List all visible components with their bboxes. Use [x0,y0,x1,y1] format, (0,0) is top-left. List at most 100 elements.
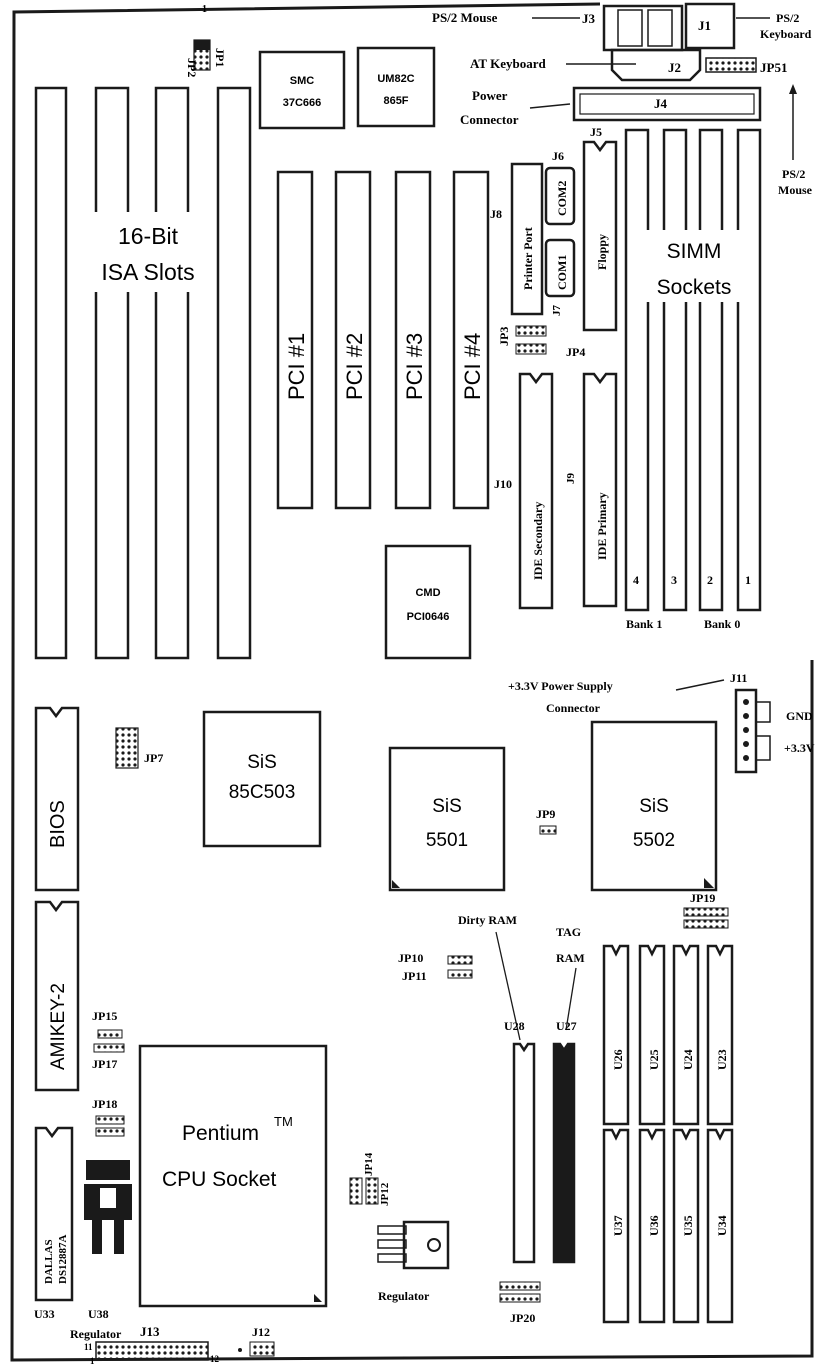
svg-text:CMD: CMD [415,587,440,599]
umc-chip: UM82C 865F [356,46,436,128]
cache-chip-u27: U27 [552,1019,577,1264]
j6-label: J6 [552,149,564,163]
svg-text:SIMM: SIMM [667,240,722,263]
sis-5502-chip: SiS 5502 [590,720,718,892]
dallas-line2: DS12887A [57,1234,69,1284]
simm-socket-4-label: 4 [633,573,639,587]
pci-slots: PCI #1 PCI #2 PCI #3 PCI #4 [276,170,490,510]
cache-ram-labels: Dirty RAM TAG RAM [458,913,585,1041]
board-outline [10,2,814,1362]
j13-label: J13 [140,1324,160,1339]
ide-secondary-label: IDE Secondary [531,502,545,580]
svg-text:PCI0646: PCI0646 [407,611,450,623]
j13-pin11-label: 11 [84,1342,93,1352]
svg-text:Connector: Connector [460,112,519,127]
svg-text:Mouse: Mouse [778,183,813,197]
jumper-jp7: JP7 [115,727,163,769]
cache-sram-lower-row: U37 U36 U35 U34 [602,1128,734,1324]
dallas-line1: DALLAS [43,1239,55,1284]
svg-text:TAG: TAG [556,925,581,939]
u24-label: U24 [681,1049,695,1070]
jp9-label: JP9 [536,807,555,821]
j1-label: J1 [698,18,711,33]
ps2-mouse-header-arrow: PS/2 Mouse [778,84,813,197]
simm-sockets: SIMM Sockets 4 3 2 1 Bank 1 Bank 0 [624,128,762,631]
jp1-label: JP1 [213,48,227,67]
j10-label: J10 [494,477,512,491]
svg-text:85C503: 85C503 [229,782,296,803]
j11-label: J11 [730,671,747,685]
svg-text:5501: 5501 [426,830,468,851]
v33-label: +3.3V [784,741,815,755]
cpu-socket-tm: TM [274,1114,293,1129]
jp12-label: JP12 [379,1182,391,1206]
u36-label: U36 [647,1215,661,1236]
jp11-label: JP11 [402,969,427,983]
at-keyboard-connector-j2: AT Keyboard J2 JP51 [470,48,787,82]
regulator-right-label: Regulator [378,1289,430,1303]
svg-text:JP2: JP2 [185,58,199,77]
regulator-u38: U38 Regulator [70,1160,132,1341]
jp1-pin-label: 1 [202,4,207,15]
cmd-ide-chip: CMD PCI0646 [384,544,472,660]
printer-port-j8: Printer Port J8 [490,162,544,316]
u34-label: U34 [715,1215,729,1236]
gnd-label: GND [786,709,813,723]
power-connector-j4: Power Connector J4 [460,86,762,127]
amikey-label: AMIKEY-2 [48,983,69,1070]
pci3-label: PCI #3 [402,333,427,400]
jp20-label: JP20 [510,1311,535,1325]
svg-text:Power: Power [472,88,508,103]
svg-text:+3.3V Power Supply: +3.3V Power Supply [508,679,613,693]
jumpers-jp3-jp4: JP3 JP4 [497,325,585,359]
header-j13: J13 11 1 12 [84,1324,220,1366]
cpu-socket: Pentium TM CPU Socket [138,1044,328,1308]
simm-socket-3-label: 3 [671,573,677,587]
jumper-jp18: JP18 [92,1097,125,1137]
j13-pin12-label: 12 [210,1354,220,1364]
svg-text:SiS: SiS [247,752,277,773]
svg-text:SiS: SiS [639,796,669,817]
svg-text:SMC: SMC [290,75,315,87]
jumpers-jp14-jp12: JP14 JP12 [349,1152,391,1206]
ide-primary-label: IDE Primary [595,492,609,560]
jp3-label: JP3 [497,327,511,346]
simm-socket-2-label: 2 [707,573,713,587]
u25-label: U25 [647,1049,661,1070]
svg-text:37C666: 37C666 [283,97,322,109]
j9-label: J9 [565,473,577,485]
com-ports: J6 COM2 COM1 J7 [544,149,576,316]
com1-label: COM1 [555,255,569,290]
cpu-socket-line1: Pentium [182,1122,259,1145]
svg-text:PS/2: PS/2 [782,167,805,181]
cache-chip-u28: U28 [504,1019,536,1264]
amikey-chip: AMIKEY-2 [34,900,80,1092]
jp14-label: JP14 [363,1152,375,1176]
regulator-right: Regulator [377,1220,450,1303]
sis-5501-chip: SiS 5501 [388,746,506,892]
jumpers-jp15-jp17: JP15 JP17 [92,1009,125,1071]
printer-port-label: Printer Port [521,227,535,290]
bank0-label: Bank 0 [704,617,740,631]
pci1-label: PCI #1 [284,333,309,400]
jumpers-jp10-jp11: JP10 JP11 [398,951,473,983]
j13-pin1-label: 1 [90,1356,95,1366]
cpu-socket-line2: CPU Socket [162,1168,277,1191]
svg-text:SiS: SiS [432,796,462,817]
svg-text:ISA Slots: ISA Slots [101,259,194,285]
jp19-label: JP19 [690,891,715,905]
power-33v-connector-j11: +3.3V Power Supply Connector J11 GND +3.… [508,671,815,774]
jp18-label: JP18 [92,1097,117,1111]
bank1-label: Bank 1 [626,617,662,631]
svg-text:865F: 865F [383,95,408,107]
u37-label: U37 [611,1215,625,1236]
svg-text:5502: 5502 [633,830,675,851]
pci4-label: PCI #4 [460,333,485,400]
jumper-jp1: 1 JP2 JP1 [185,4,227,77]
bios-chip: BIOS [34,706,80,892]
j5-label: J5 [590,125,602,139]
svg-text:RAM: RAM [556,951,585,965]
j8-label: J8 [490,207,502,221]
